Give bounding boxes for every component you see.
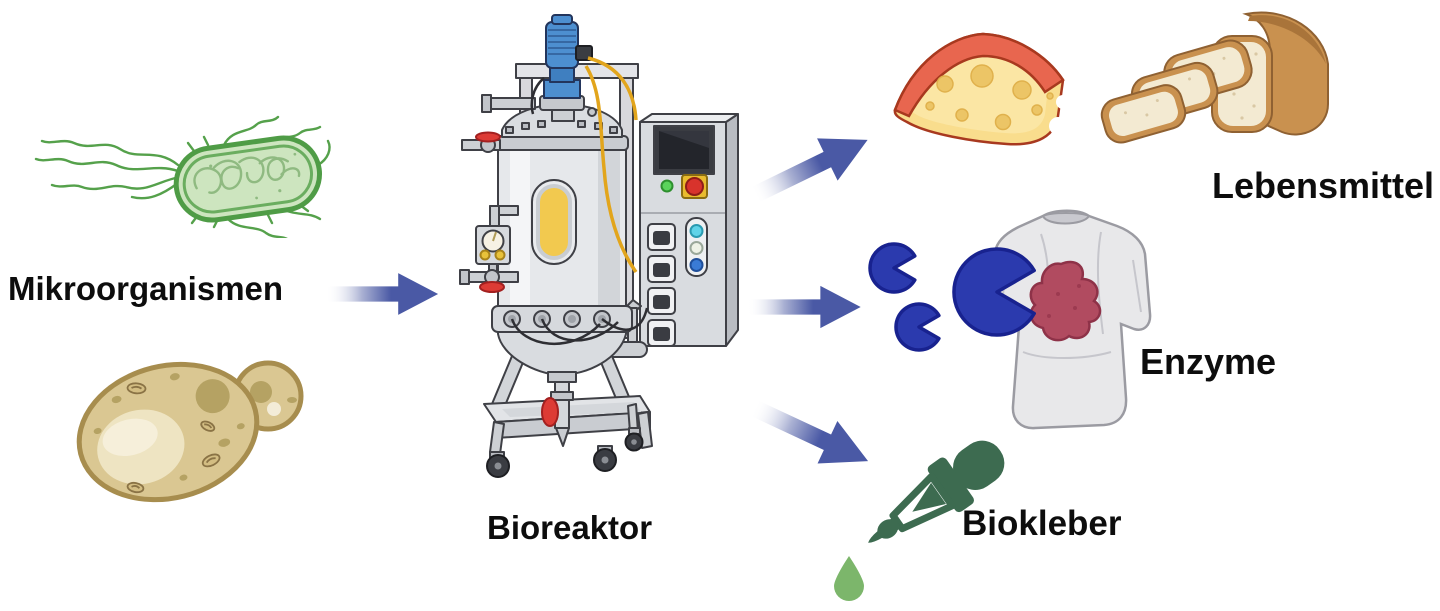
bread-icon [1100, 11, 1329, 144]
indicator-lights [685, 217, 708, 277]
enzyme-small-1 [868, 242, 917, 294]
casters [486, 427, 644, 478]
yeast-main-cell [76, 361, 260, 503]
drain-valve-handle [541, 397, 559, 427]
bacterium-icon [34, 115, 331, 238]
cables-and-tubing [510, 56, 649, 345]
stirrer-motor [543, 14, 593, 99]
label-enzymes: Enzyme [1140, 341, 1277, 382]
valve-handle-lower [479, 281, 505, 293]
toggle-switches [647, 223, 676, 347]
enzyme-molecules-icon [868, 242, 1036, 352]
label-food: Lebensmittel [1212, 165, 1435, 206]
yeast-cell-icon [76, 360, 304, 503]
bioreactor-cart [483, 355, 653, 478]
valve-handle [475, 131, 501, 143]
arrow-bioreactor-to-bioglue [743, 383, 882, 486]
label-bioreactor: Bioreaktor [487, 509, 653, 546]
bioreactor-vessel [491, 95, 633, 447]
label-microorganisms: Mikroorganismen [8, 270, 284, 307]
green-button [660, 179, 674, 193]
dropper-body [868, 440, 1005, 543]
arrow-bioreactor-to-food [743, 115, 882, 220]
cheese-holes [925, 64, 1054, 131]
bioreactor-control-cabinet [639, 113, 739, 347]
label-bioglue: Biokleber [962, 504, 1122, 543]
bioreactor-icon [459, 14, 739, 478]
sight-glass [536, 184, 572, 260]
cheese-icon [893, 32, 1070, 146]
stain [1029, 260, 1102, 342]
bread-slices [1100, 39, 1253, 144]
left-plumbing [459, 94, 536, 293]
arrow-microorganisms-to-bioreactor [326, 273, 439, 315]
glue-droplet [834, 556, 864, 601]
arrow-bioreactor-to-enzymes [747, 285, 861, 329]
cheese-rind [893, 32, 1065, 118]
bacterium-body [173, 135, 323, 223]
enzyme-large [952, 247, 1036, 337]
enzyme-small-2 [894, 302, 941, 352]
dropper-icon [834, 440, 1005, 601]
